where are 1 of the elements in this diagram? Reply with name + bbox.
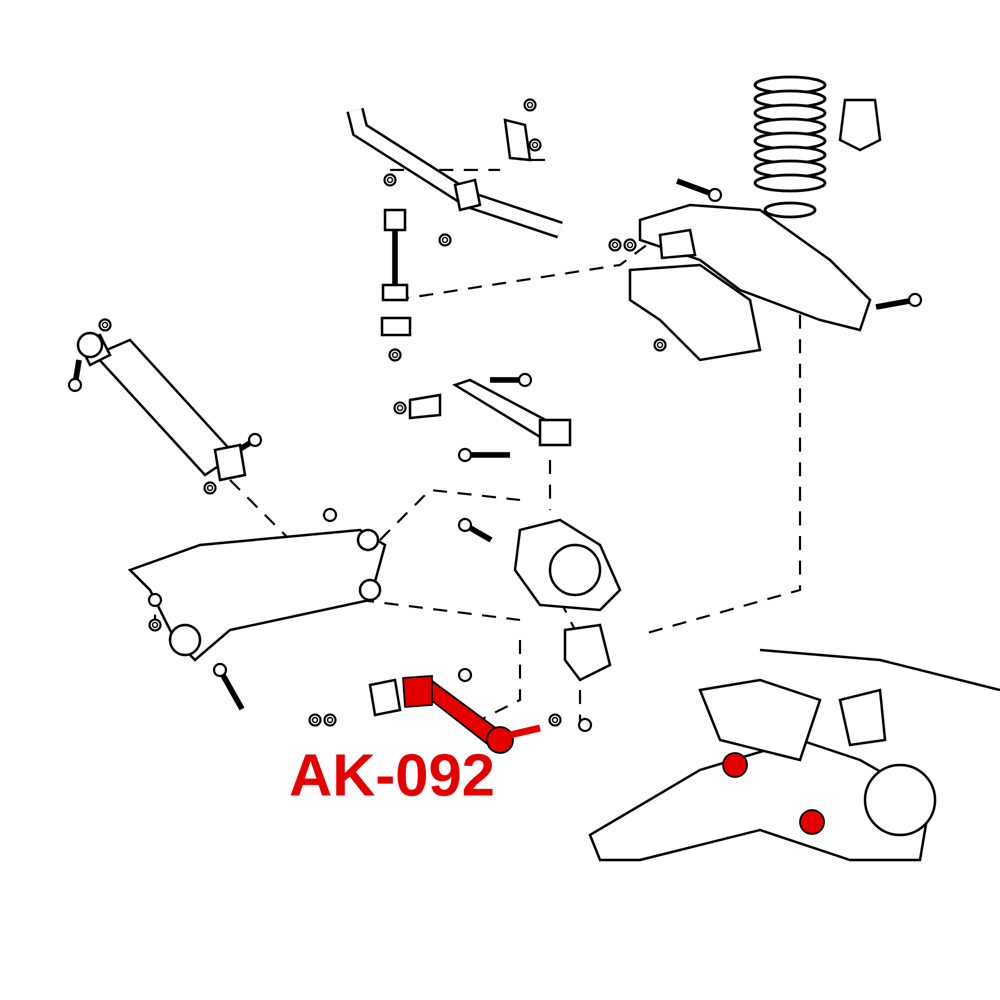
part-number: AK-092 — [290, 754, 492, 796]
